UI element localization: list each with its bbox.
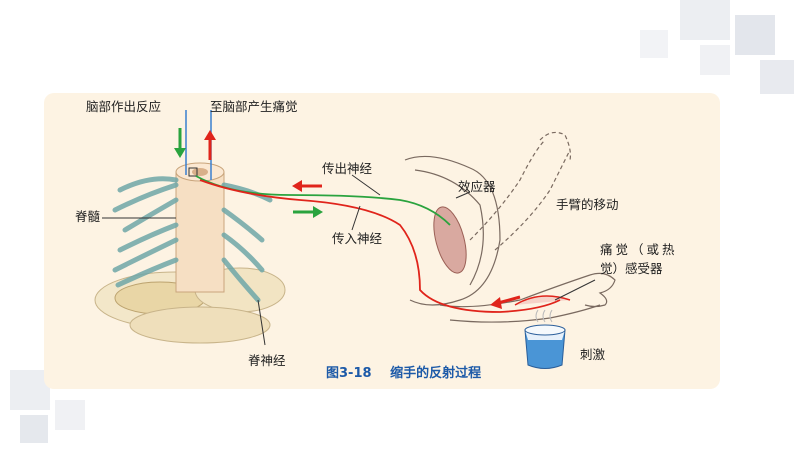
hot-cup-icon (524, 309, 566, 369)
figure-number: 图3-18 (326, 366, 372, 381)
efferent-pointer (351, 174, 381, 196)
afferent-pathway (199, 179, 561, 313)
brain-response-label: 脑部作出反应 (86, 99, 162, 114)
spinal-cord-column (175, 162, 225, 293)
green-right-arrow-icon (293, 206, 323, 218)
arm-illustration (404, 131, 616, 323)
efferent-nerve-label: 传出神经 (322, 161, 373, 176)
green-down-arrow-icon (174, 128, 186, 158)
decor-squares-bottom-left (0, 330, 140, 447)
red-up-arrow-icon (204, 130, 216, 160)
stimulus-label: 刺激 (580, 347, 606, 362)
to-brain-pain-label: 至脑部产生痛觉 (210, 99, 298, 114)
receptor-label-line2: 觉）感受器 (600, 261, 663, 276)
receptor-area (514, 295, 571, 306)
arm-movement-label: 手臂的移动 (556, 197, 619, 212)
spinal-nerve-pointer (257, 299, 266, 346)
synapse-box (188, 167, 198, 177)
effector-label: 效应器 (458, 179, 496, 194)
figure-caption: 图3-18 缩手的反射过程 (326, 362, 481, 381)
afferent-pointer (351, 205, 361, 231)
red-left-arrow-icon (490, 295, 521, 309)
effector-pointer (455, 191, 471, 199)
receptor-label-line1: 痛觉（或热 (600, 242, 678, 257)
nerve-roots (112, 176, 273, 303)
spinal-nerve-label: 脊神经 (248, 353, 286, 368)
red-left-arrow-icon (292, 180, 322, 192)
decor-squares-top-right (560, 0, 794, 120)
effector-muscle (433, 206, 467, 274)
figure-title: 缩手的反射过程 (390, 366, 482, 381)
spinal-cord-label: 脊髓 (75, 209, 101, 224)
afferent-nerve-label: 传入神经 (332, 231, 383, 246)
figure-panel (44, 93, 720, 389)
receptor-pointer (554, 279, 596, 301)
